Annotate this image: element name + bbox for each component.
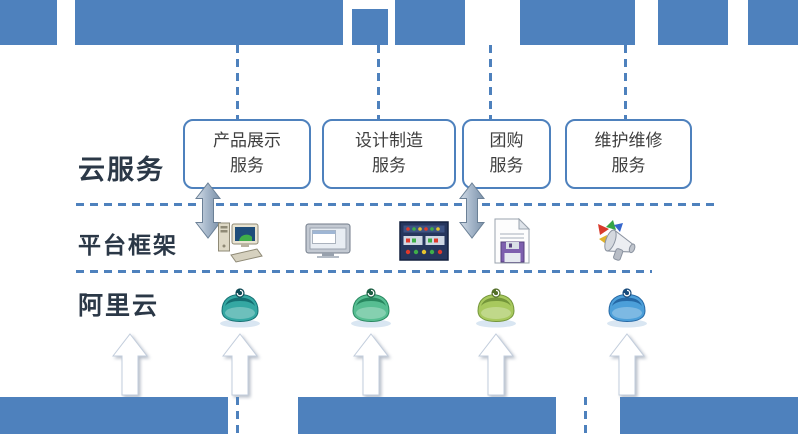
up-arrow-icon [352, 333, 390, 400]
top-bar-small-block [352, 9, 388, 45]
up-arrow-icon [477, 333, 515, 400]
service-box-text: 服务 [230, 156, 264, 176]
connector-dashed-line [236, 397, 239, 434]
document-floppy-disk-icon [493, 217, 531, 268]
layer-label-cloud-services: 云服务 [78, 155, 165, 186]
connector-dashed-line [236, 45, 239, 119]
service-box-text: 维护维修 [594, 130, 663, 151]
top-bar-block [520, 0, 635, 45]
up-arrow-icon [111, 333, 149, 400]
top-bar-block [658, 0, 728, 45]
bottom-bar-block [620, 397, 798, 434]
service-box-text: 服务 [489, 156, 524, 176]
top-bar-block [395, 0, 465, 45]
megaphone-icon [594, 218, 646, 268]
up-down-arrow-icon [194, 182, 222, 243]
layer-label-alicloud: 阿里云 [78, 291, 160, 320]
up-down-arrow-icon [458, 182, 486, 243]
top-bar-block [748, 0, 798, 45]
top-bar-block [75, 0, 343, 45]
service-box-maintenance-repair: 维护维修 服务 [565, 119, 692, 189]
connector-dashed-line [489, 45, 492, 119]
service-box-group-buying: 团购 服务 [462, 119, 551, 189]
layer-label-platform-framework: 平台框架 [78, 233, 178, 259]
layer-separator-line [76, 203, 716, 206]
service-box-text: 设计制造 [355, 130, 423, 151]
bottom-bar-block [298, 397, 556, 434]
service-box-text: 团购 [489, 130, 524, 151]
cloud-node-green-icon [347, 286, 395, 332]
up-arrow-icon [608, 333, 646, 400]
workstation-computer-icon [217, 219, 263, 267]
up-arrow-icon [221, 333, 259, 400]
cloud-node-lime-icon [472, 286, 520, 332]
top-bar-block [0, 0, 57, 45]
bottom-bar-block [0, 397, 228, 434]
service-box-text: 服务 [611, 156, 646, 176]
connector-dashed-line [377, 45, 380, 119]
service-box-product-display: 产品展示 服务 [183, 119, 311, 189]
service-box-design-manufacturing: 设计制造 服务 [322, 119, 456, 189]
layer-separator-line [76, 270, 652, 273]
control-panel-icon [399, 221, 449, 265]
connector-dashed-line [584, 397, 587, 434]
service-box-text: 服务 [372, 156, 406, 176]
service-box-text: 产品展示 [213, 130, 281, 151]
monitor-window-icon [305, 223, 351, 263]
cloud-node-blue-icon [603, 286, 651, 332]
cloud-node-teal-icon [216, 286, 264, 332]
connector-dashed-line [624, 45, 627, 119]
